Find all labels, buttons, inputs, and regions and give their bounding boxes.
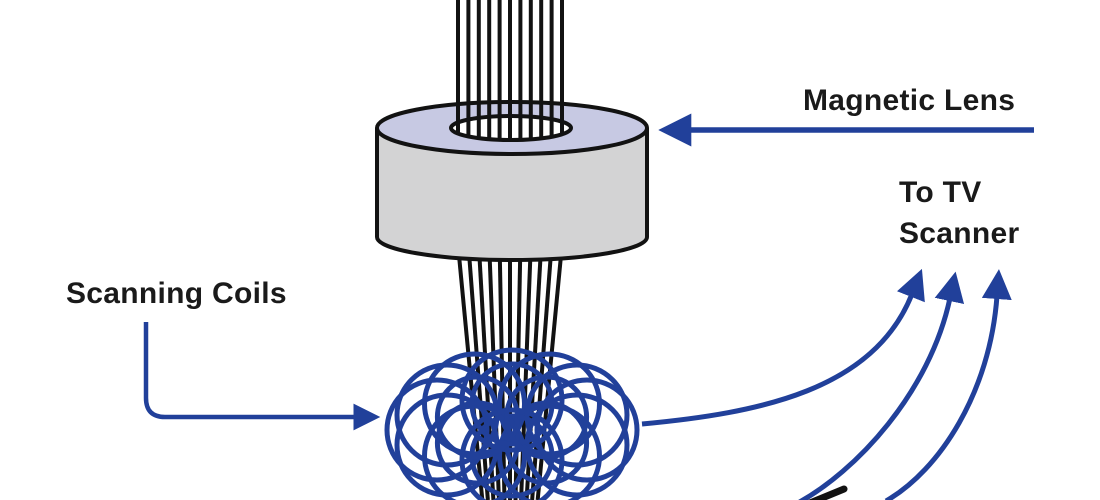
beam-line-lower — [497, 244, 507, 500]
magnetic-lens-body — [375, 128, 649, 262]
coil-loop — [534, 377, 640, 483]
to-tv-scanner-label-line1: To TV — [899, 176, 982, 209]
tv-scanner-arrow-3 — [884, 269, 1012, 500]
coil-loop — [384, 377, 490, 483]
coil-loop — [394, 392, 500, 498]
magnetic-lens-label: Magnetic Lens — [803, 84, 1016, 117]
to-tv-scanner-label: To TV Scanner — [899, 172, 1020, 254]
scanning-coils-arrow — [143, 322, 381, 431]
coil-loop — [459, 407, 565, 500]
tv-scanner-arrow-1 — [641, 268, 925, 427]
tv-scanner-arrow-2 — [797, 271, 965, 500]
specimen-edge-line — [808, 485, 848, 500]
coil-loop — [469, 361, 555, 447]
electron-beam-upper — [456, 0, 564, 140]
coil-loop — [504, 374, 590, 460]
tv-scanner-arrows — [641, 268, 1012, 500]
coil-loop — [524, 362, 630, 468]
to-tv-scanner-label-line2: Scanner — [899, 217, 1020, 250]
scanning-coils-drawing — [384, 347, 640, 500]
scanning-coils-label: Scanning Coils — [66, 277, 287, 310]
coil-loop — [459, 347, 565, 453]
coil-loop — [434, 374, 520, 460]
